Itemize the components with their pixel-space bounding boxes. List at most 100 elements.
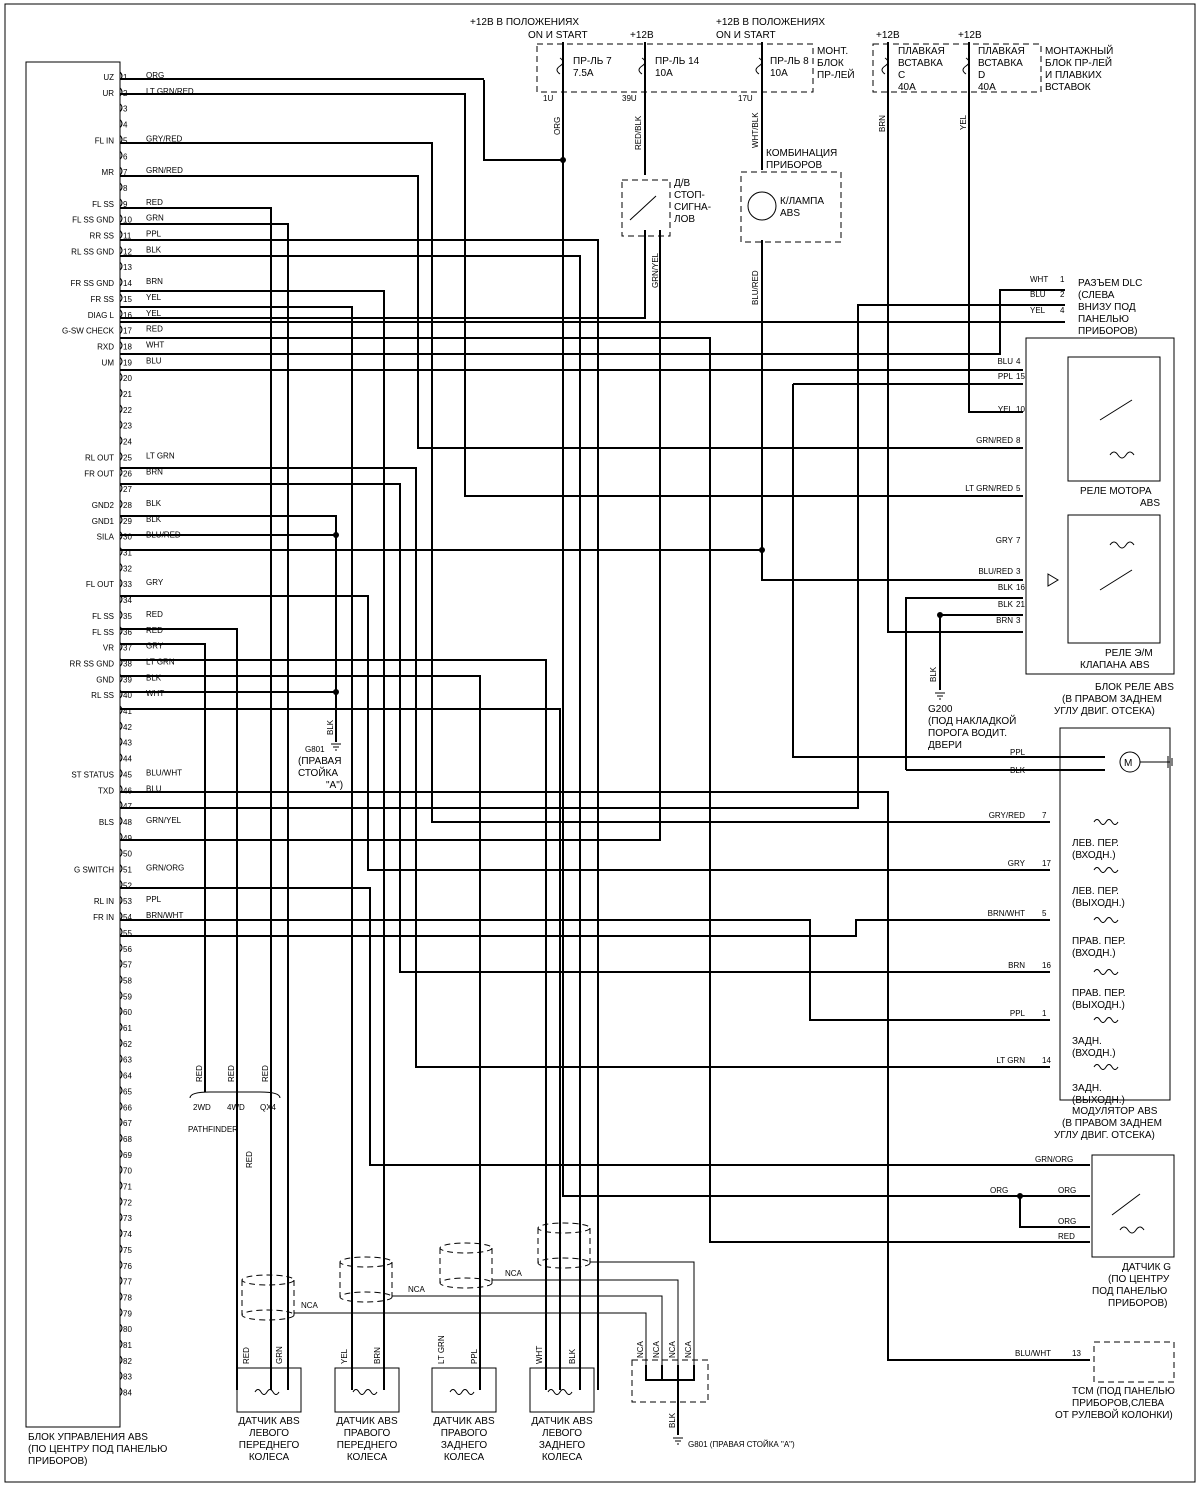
dlc-label-5: ПРИБОРОВ): [1078, 326, 1138, 337]
ecu-pin-number: 6: [123, 152, 128, 161]
fuse-panel: +12В В ПОЛОЖЕНИЯХ ON И START +12В +12В В…: [470, 17, 1113, 103]
ecu-pin-name: RL SS GND: [71, 247, 114, 256]
ecu-pin-terminal: [119, 721, 123, 731]
ecu-pin-number: 40: [123, 691, 132, 700]
ecu-pin-name: GND: [96, 675, 114, 684]
fusible-link-block-outline: [872, 43, 1042, 93]
relay-wire: LT GRN/RED: [965, 484, 1013, 493]
ecu-pin-number: 45: [123, 770, 132, 779]
ecu-pin-terminal: [119, 1133, 123, 1143]
ecu-pin-wire: GRY/RED: [146, 134, 183, 143]
dlc-label-2: (СЛЕВА: [1078, 290, 1115, 301]
ecu-pin-number: 48: [123, 818, 132, 827]
ecu-pin-number: 12: [123, 247, 132, 256]
ecu-pin-terminal: [119, 182, 123, 192]
ecu-pin-name: UZ: [103, 73, 114, 82]
g801-label-4: "А"): [326, 780, 343, 791]
modulator-pin-number: 5: [1042, 909, 1047, 918]
ecu-pin-terminal: [119, 1307, 123, 1317]
ecu-pin-number: 13: [123, 263, 132, 272]
sensor-wire: GRN: [275, 1346, 284, 1364]
ecu-pin-name: UR: [102, 89, 114, 98]
relay-block-label-2: БЛОК: [817, 58, 844, 69]
ecu-pin-name: FL SS GND: [72, 216, 114, 225]
ground-wire: NCA: [684, 1340, 693, 1358]
sensor-label: ДАТЧИК ABS: [433, 1416, 495, 1427]
dlc-label-3: ВНИЗУ ПОД: [1078, 302, 1136, 313]
ecu-pin-name: RR SS: [90, 232, 114, 241]
ecu-pin-number: 51: [123, 866, 132, 875]
ecu-pin-name: FL SS: [92, 200, 114, 209]
ecu-pin-number: 17: [123, 327, 132, 336]
g-wire-3: ORG: [1058, 1186, 1076, 1195]
stop-switch-label-1: Д/В: [674, 178, 691, 189]
ecu-pin-name: RL SS: [91, 691, 114, 700]
ecu-pin-terminal: [119, 388, 123, 398]
ecu-pin-terminal: [119, 166, 123, 176]
fusible-c-4: 40А: [898, 82, 916, 93]
tcm-label-1: ТСМ (ПОД ПАНЕЛЬЮ: [1072, 1386, 1175, 1397]
g-wire-2: ORG: [990, 1186, 1008, 1195]
ecu-pin-number: 55: [123, 929, 132, 938]
ecu-pin-number: 53: [123, 897, 132, 906]
ecu-pin-number: 62: [123, 1040, 132, 1049]
sensor-coil-icon: [352, 1389, 378, 1395]
ecu-pin-number: 15: [123, 295, 132, 304]
ecu-pin-terminal: [119, 1038, 123, 1048]
ecu-pin-terminal: [119, 610, 123, 620]
pathfinder-wire-4: RED: [245, 1151, 254, 1168]
ecu-pin-wire: BLU/WHT: [146, 768, 182, 777]
valve-coil-icon: [1093, 1017, 1119, 1023]
ecu-pin-name: FR SS GND: [70, 279, 114, 288]
ecu-pin-number: 82: [123, 1357, 132, 1366]
ecu-pin-terminal: [119, 1260, 123, 1270]
ecu-pin-number: 52: [123, 881, 132, 890]
ecu-pin-name: FL SS: [92, 628, 114, 637]
ecu-pin-number: 56: [123, 945, 132, 954]
fusible-d-4: 40А: [978, 82, 996, 93]
ecu-pin-terminal: [119, 562, 123, 572]
valve-coil-icon: [1093, 1064, 1119, 1070]
abs-relay-block: [1025, 337, 1175, 675]
ecu-pin-terminal: [119, 1181, 123, 1190]
ecu-pin-wire: YEL: [146, 293, 162, 302]
ecu-pin-number: 78: [123, 1293, 132, 1302]
cluster-label-1: КОМБИНАЦИЯ: [766, 148, 837, 159]
ecu-pin-terminal: [119, 1355, 123, 1365]
ecu-pin-number: 58: [123, 976, 132, 985]
ecu-pin-terminal: [119, 245, 123, 255]
ecu-pin-terminal: [119, 769, 123, 778]
power-label-fuse8-b: ON И START: [716, 30, 776, 41]
ecu-pin-number: 46: [123, 786, 132, 795]
ecu-pin-terminal: [119, 975, 123, 984]
relay-pin-number: 3: [1016, 567, 1021, 576]
abs-warning-lamp-icon: [747, 191, 777, 221]
ecu-pin-terminal: [119, 990, 123, 1000]
ecu-pin-wire: BLK: [146, 499, 162, 508]
valve-label: (ВХОДН.): [1072, 850, 1116, 861]
ecu-pin-number: 18: [123, 342, 132, 351]
fusible-d-1: ПЛАВКАЯ: [978, 46, 1025, 57]
sensor-label: ЛЕВОГО: [249, 1428, 289, 1439]
stop-switch-label-3: СИГНА-: [674, 202, 711, 213]
fuse7-rating: 7.5А: [573, 68, 594, 79]
ecu-pin-name: FL IN: [95, 136, 114, 145]
ecu-pin-name: GND2: [92, 501, 115, 510]
valve-coil-icon: [1093, 867, 1119, 873]
ground-wire: NCA: [652, 1340, 661, 1358]
ecu-pin-number: 27: [123, 485, 132, 494]
sensor-coil-icon: [547, 1389, 573, 1395]
ecu-pin-number: 26: [123, 469, 132, 478]
ecu-pin-terminal: [119, 689, 123, 699]
lamp-label-2: ABS: [780, 208, 800, 219]
ecu-pin-name: RL IN: [94, 897, 114, 906]
sensor-coil-icon: [449, 1389, 475, 1395]
mount-block-1: МОНТАЖНЫЙ: [1045, 44, 1113, 57]
ecu-pin-number: 32: [123, 564, 132, 573]
ecu-pin-wire: GRY: [146, 578, 164, 587]
ecu-pin-number: 4: [123, 121, 128, 130]
ecu-pin-terminal: [119, 1212, 123, 1222]
ecu-pin-number: 50: [123, 850, 132, 859]
relay-pin-number: 15: [1016, 372, 1025, 381]
g200-label-2: (ПОД НАКЛАДКОЙ: [928, 714, 1016, 727]
